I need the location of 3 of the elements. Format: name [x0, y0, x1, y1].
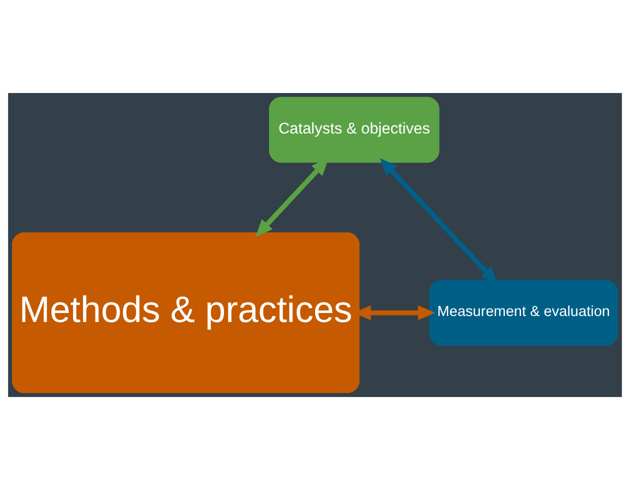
node-box: Catalysts & objectives	[269, 96, 440, 163]
node-box: Methods & practices	[12, 232, 360, 394]
node-box: Measurement & evaluation	[429, 280, 618, 346]
